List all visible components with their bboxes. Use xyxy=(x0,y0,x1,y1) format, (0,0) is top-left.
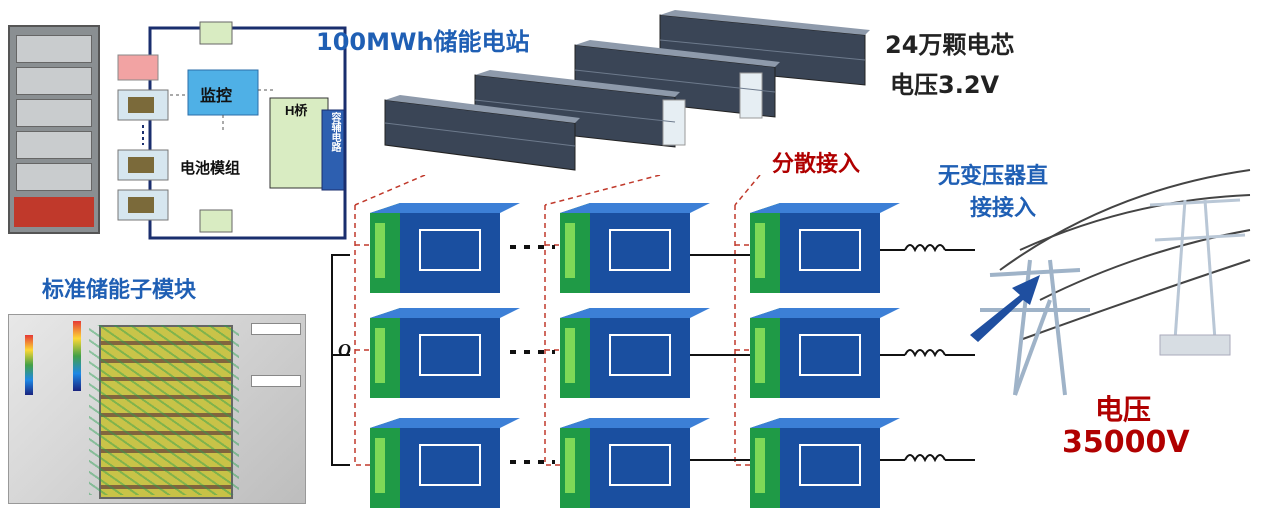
container-array xyxy=(384,10,870,171)
station-title: 100MWh储能电站 xyxy=(316,28,530,56)
switch-block xyxy=(117,54,159,81)
distributed-access-label: 分散接入 xyxy=(772,152,861,177)
converter-cube-r1c3 xyxy=(750,203,900,293)
color-scale xyxy=(25,335,33,395)
monitor-block xyxy=(187,69,259,116)
relay-block xyxy=(199,209,233,233)
cap-circuit-block xyxy=(321,109,345,191)
cell-voltage: 电压3.2V xyxy=(890,71,1000,99)
legend-box-2 xyxy=(251,375,301,387)
converter-cube-r3c1 xyxy=(370,418,520,508)
inductor-block xyxy=(199,21,233,45)
cap-circuit-label: 容辅电路 xyxy=(329,112,340,152)
h-bridge-label: H桥 xyxy=(285,103,308,118)
direct-connection-line2: 接接入 xyxy=(970,196,1037,221)
converter-cube-r1c2 xyxy=(560,203,710,293)
converter-array xyxy=(331,175,975,508)
monitor-label: 监控 xyxy=(200,88,233,105)
color-scale-2 xyxy=(73,321,81,391)
legend-box xyxy=(251,323,301,335)
module-schematic xyxy=(117,21,347,240)
converter-cube-r2c1 xyxy=(370,308,520,398)
grid-voltage-line2: 35000V xyxy=(1062,425,1190,460)
converter-cube-r3c2 xyxy=(560,418,710,508)
thermal-simulation-image xyxy=(8,314,306,504)
cell-count: 24万颗电芯 xyxy=(885,31,1015,59)
airflow-arrows xyxy=(89,325,239,495)
h-bridge-block xyxy=(269,97,329,189)
converter-cube-r2c3 xyxy=(750,308,900,398)
standard-module-title: 标准储能子模块 xyxy=(42,278,197,303)
battery-module-label: 电池模组 xyxy=(180,160,241,177)
transmission-tower xyxy=(970,169,1251,396)
converter-cube-r1c1 xyxy=(370,203,520,293)
converter-cube-r3c3 xyxy=(750,418,900,508)
neutral-node-label: O xyxy=(338,340,351,360)
converter-cube-r2c2 xyxy=(560,308,710,398)
battery-stack-render xyxy=(99,325,233,499)
battery-rack-photo xyxy=(8,25,100,234)
direct-connection-line1: 无变压器直 xyxy=(938,164,1049,189)
grid-voltage-line1: 电压 xyxy=(1095,393,1152,426)
